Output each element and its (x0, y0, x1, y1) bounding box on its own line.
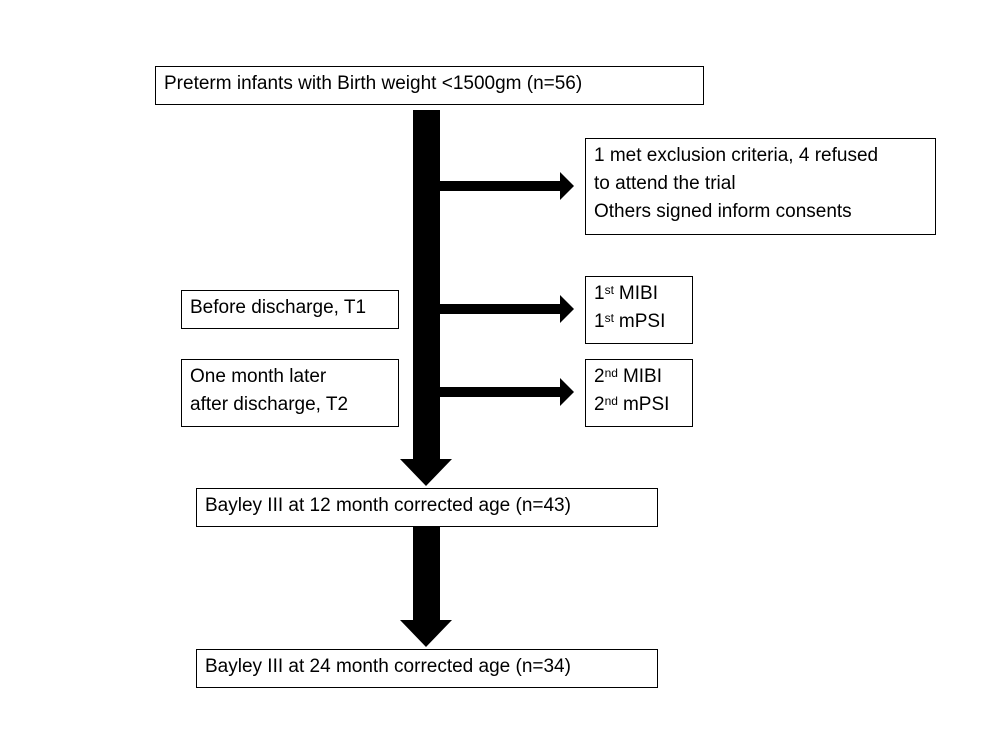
exclusion-box: 1 met exclusion criteria, 4 refused to a… (585, 138, 936, 235)
bayley-24-text: Bayley III at 24 month corrected age (n=… (205, 656, 571, 677)
enrollment-text: Preterm infants with Birth weight <1500g… (164, 73, 583, 94)
t1-label-text: Before discharge, T1 (190, 297, 367, 318)
exclusion-right-arrow (440, 172, 574, 200)
exclusion-line-2: to attend the trial (594, 173, 736, 194)
lower-down-arrow (400, 526, 452, 647)
t2-right-arrow (440, 378, 574, 406)
exclusion-line-3: Others signed inform consents (594, 201, 852, 222)
t2-label-line-1: One month later (190, 366, 327, 387)
bayley-12-box: Bayley III at 12 month corrected age (n=… (196, 488, 658, 527)
main-down-arrow (400, 110, 452, 486)
t2-label-box: One month later after discharge, T2 (181, 359, 399, 427)
t2-label-line-2: after discharge, T2 (190, 394, 349, 415)
enrollment-box: Preterm infants with Birth weight <1500g… (155, 66, 704, 105)
bayley-12-text: Bayley III at 12 month corrected age (n=… (205, 495, 571, 516)
exclusion-line-1: 1 met exclusion criteria, 4 refused (594, 145, 879, 166)
t1-right-arrow (440, 295, 574, 323)
t1-label-box: Before discharge, T1 (181, 290, 399, 329)
bayley-24-box: Bayley III at 24 month corrected age (n=… (196, 649, 658, 688)
